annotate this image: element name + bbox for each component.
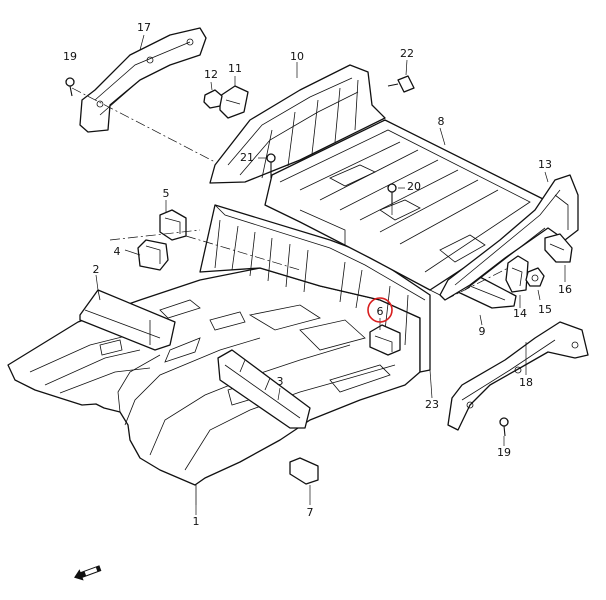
callout-4: 4	[114, 245, 121, 258]
callout-2: 2	[93, 263, 100, 276]
callout-19-lower: 19	[497, 446, 511, 459]
part-19-bolt-upper	[65, 77, 75, 97]
part-15-nut	[525, 267, 545, 287]
part-4-bracket	[137, 239, 169, 271]
part-11-bracket	[219, 85, 249, 119]
part-23-rear-floor-panel	[199, 204, 431, 373]
part-10-rear-panel	[209, 64, 386, 184]
part-5-bracket	[159, 209, 187, 241]
part-7-bracket	[289, 457, 319, 485]
front-arrow-icon	[74, 565, 102, 581]
callout-21: 21	[240, 151, 254, 164]
callout-13: 13	[538, 158, 552, 171]
callout-11: 11	[228, 62, 242, 75]
leader-lines	[71, 34, 566, 515]
callout-7: 7	[307, 506, 314, 519]
highlight-ring	[367, 297, 393, 323]
callout-16: 16	[558, 283, 572, 296]
part-19-bolt-lower	[499, 417, 509, 437]
part-21-bolt	[266, 153, 276, 178]
callout-8: 8	[438, 115, 445, 128]
callout-22: 22	[400, 47, 414, 60]
callout-20: 20	[407, 180, 421, 193]
callout-10: 10	[290, 50, 304, 63]
callout-23: 23	[425, 398, 439, 411]
callout-18: 18	[519, 376, 533, 389]
part-20-bolt	[387, 183, 397, 205]
part-14-bracket	[505, 255, 529, 293]
callout-12: 12	[204, 68, 218, 81]
callout-3: 3	[277, 375, 284, 388]
callout-labels: 1 2 3 4 5 6 7 8 9 10 11 12 13 14 15 16 1…	[63, 21, 572, 528]
callout-14: 14	[513, 307, 527, 320]
part-22-bolt	[387, 75, 415, 93]
part-17-reinforcement	[79, 27, 207, 133]
part-6-bracket	[369, 324, 401, 356]
callout-6: 6	[377, 305, 384, 318]
callout-5: 5	[163, 187, 170, 200]
part-13-rear-member	[439, 174, 579, 301]
part-1-floor-pan	[7, 267, 421, 505]
part-12-clip	[203, 89, 223, 109]
part-18-reinforcement	[447, 321, 589, 431]
callout-9: 9	[479, 325, 486, 338]
part-3-side-member	[217, 349, 311, 429]
callout-1: 1	[193, 515, 200, 528]
callout-15: 15	[538, 303, 552, 316]
callout-19-upper: 19	[63, 50, 77, 63]
callout-17: 17	[137, 21, 151, 34]
part-16-bracket	[544, 233, 573, 263]
